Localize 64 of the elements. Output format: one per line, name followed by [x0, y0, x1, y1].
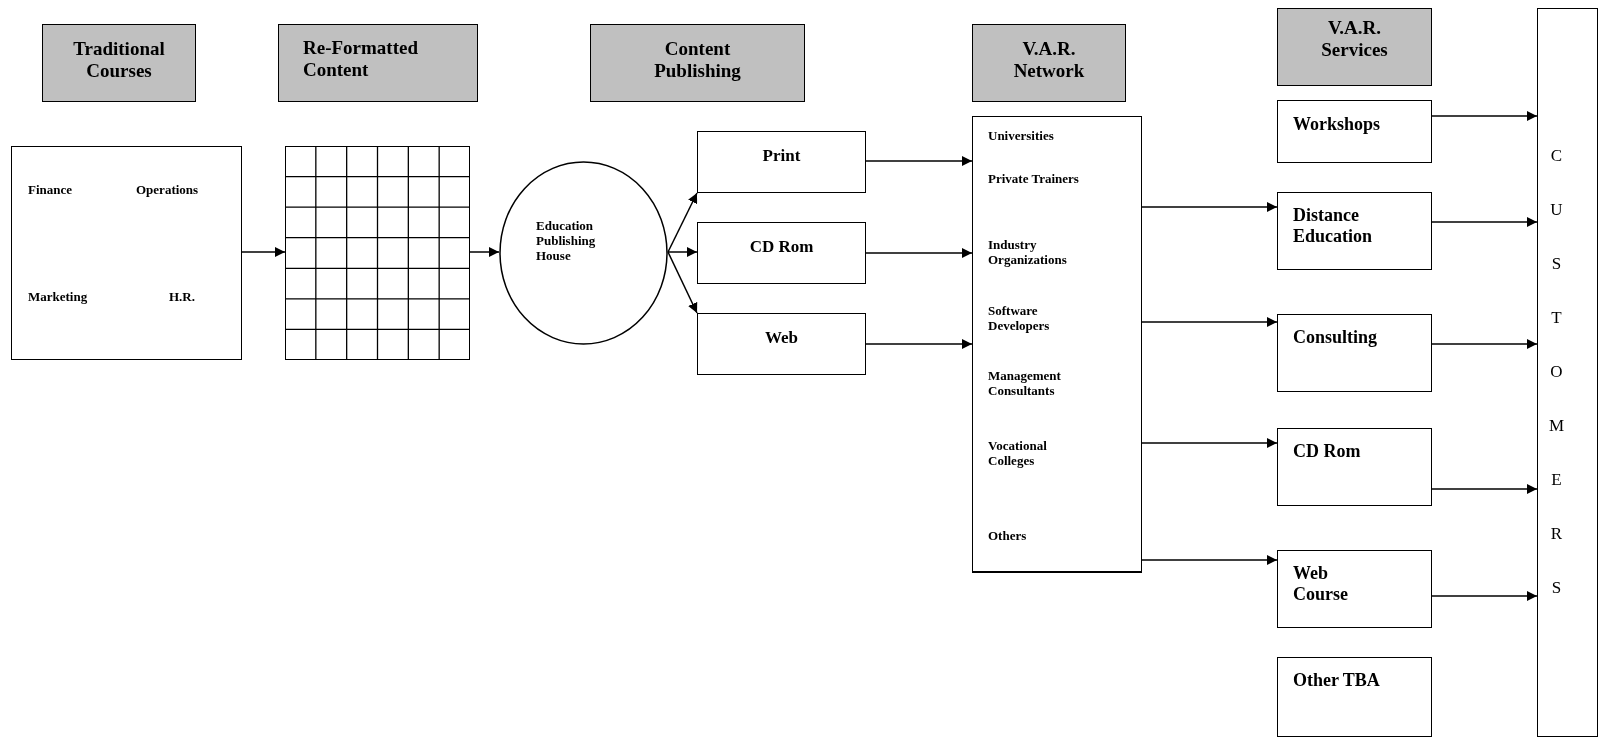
process-box [1277, 550, 1432, 628]
list-box [972, 116, 1142, 573]
node-label: Web [763, 328, 800, 348]
node-label: Finance [28, 183, 74, 198]
arrow [241, 247, 286, 257]
arrow [865, 248, 973, 258]
node-label: Education Publishing House [536, 219, 597, 264]
grid-drawing [285, 146, 470, 360]
header-box [278, 24, 478, 102]
header-box [1277, 8, 1432, 86]
arrow [667, 192, 698, 253]
process-box [697, 313, 866, 375]
arrow [469, 247, 500, 257]
node-label: Workshops [1293, 114, 1382, 135]
list-row [973, 505, 1141, 572]
node-label: CD Rom [748, 237, 815, 257]
header-box [42, 24, 196, 102]
arrow [865, 156, 973, 166]
process-box [1277, 100, 1432, 163]
node-label: Industry Organizations [988, 238, 1068, 268]
node-label: Vocational Colleges [988, 439, 1048, 469]
header-label: Content Publishing [653, 38, 742, 82]
header-label: Traditional Courses [72, 38, 166, 82]
process-box [1277, 192, 1432, 270]
arrow [865, 339, 973, 349]
node-label: Distance Education [1293, 205, 1374, 247]
node-label: Marketing [28, 290, 89, 305]
header-label: V.A.R. Services [1320, 17, 1389, 61]
node-label: Universities [988, 129, 1055, 144]
ellipse-node [499, 161, 668, 345]
process-box [697, 131, 866, 193]
arrow [1431, 484, 1538, 494]
node-label: CD Rom [1293, 441, 1362, 462]
process-box [697, 222, 866, 284]
node-label: Software Developers [988, 304, 1051, 334]
header-box [590, 24, 805, 102]
arrow [667, 251, 698, 314]
vertical-label: CUSTOMERS [1548, 145, 1565, 599]
node-label: Private Trainers [988, 172, 1080, 187]
arrow [1141, 317, 1278, 327]
node-label: Management Consultants [988, 369, 1062, 399]
header-box [972, 24, 1126, 102]
node-label: Operations [136, 183, 200, 198]
node-label: Others [988, 529, 1028, 544]
node-label: Print [761, 146, 802, 166]
header-label: Re-Formatted Content [303, 37, 419, 81]
process-box [1277, 657, 1432, 737]
arrow [1431, 217, 1538, 227]
arrow [1431, 591, 1538, 601]
node-label: Other TBA [1293, 670, 1381, 691]
arrow [1141, 438, 1278, 448]
arrow [1141, 555, 1278, 565]
process-box [1277, 314, 1432, 392]
arrow [1431, 111, 1538, 121]
table-box [11, 146, 242, 360]
customers-box [1537, 8, 1598, 737]
node-label: H.R. [169, 290, 196, 305]
arrow [1431, 339, 1538, 349]
arrow [1141, 202, 1278, 212]
node-label: Web Course [1293, 563, 1349, 605]
header-label: V.A.R. Network [1012, 38, 1086, 82]
process-box [1277, 428, 1432, 506]
node-label: Consulting [1293, 327, 1379, 348]
arrow [667, 247, 698, 257]
